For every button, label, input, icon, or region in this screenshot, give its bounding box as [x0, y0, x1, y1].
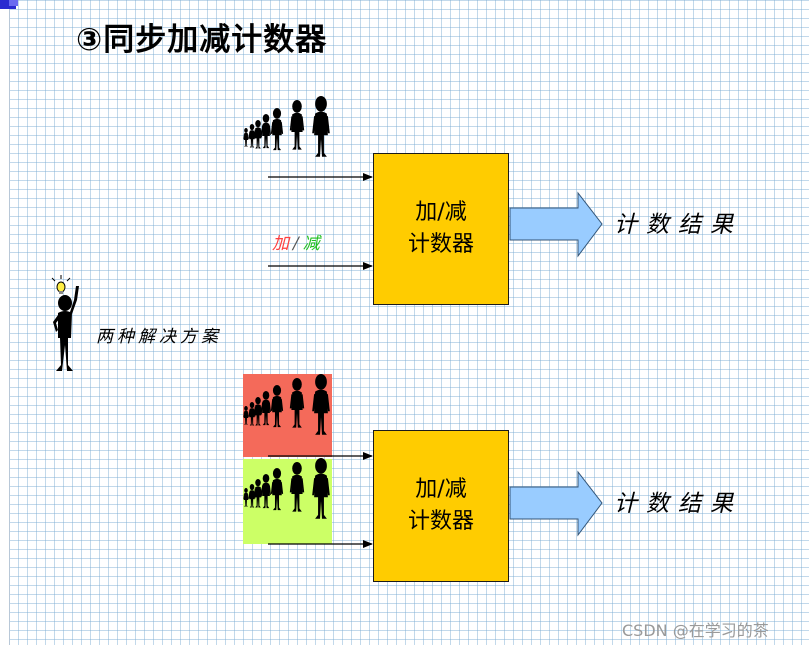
slide-corner-mark: [0, 0, 16, 9]
counter-box-bottom-line2: 计数器: [407, 509, 474, 534]
solutions-label: 两种解决方案: [96, 327, 222, 347]
counter-box-bottom-line1: 加/减: [415, 477, 467, 502]
crowd-add: [243, 374, 330, 435]
add-label: 加: [272, 234, 289, 254]
thinking-figure: [51, 275, 79, 371]
watermark: CSDN @在学习的茶: [622, 621, 769, 640]
slide-left-margin: [0, 0, 10, 645]
crowd-top: [243, 96, 330, 157]
output-arrow-bottom: [509, 470, 603, 537]
slide-corner-mark-secondary: [9, 0, 18, 6]
counter-box-top-line1: 加/减: [415, 200, 467, 225]
add-sub-control-label: 加/减: [272, 229, 320, 254]
add-sub-separator: /: [293, 234, 299, 254]
result-label-bottom: 计数结果: [614, 491, 742, 517]
counter-box-bottom: 加/减 计数器: [373, 430, 509, 582]
sub-label: 减: [302, 234, 320, 254]
counter-box-top: 加/减 计数器: [373, 153, 509, 305]
slide-title: ③同步加减计数器: [76, 22, 328, 58]
result-label-top: 计数结果: [614, 212, 742, 238]
counter-box-top-line2: 计数器: [407, 232, 474, 257]
output-arrow-top: [509, 191, 603, 258]
crowd-sub: [243, 458, 330, 519]
